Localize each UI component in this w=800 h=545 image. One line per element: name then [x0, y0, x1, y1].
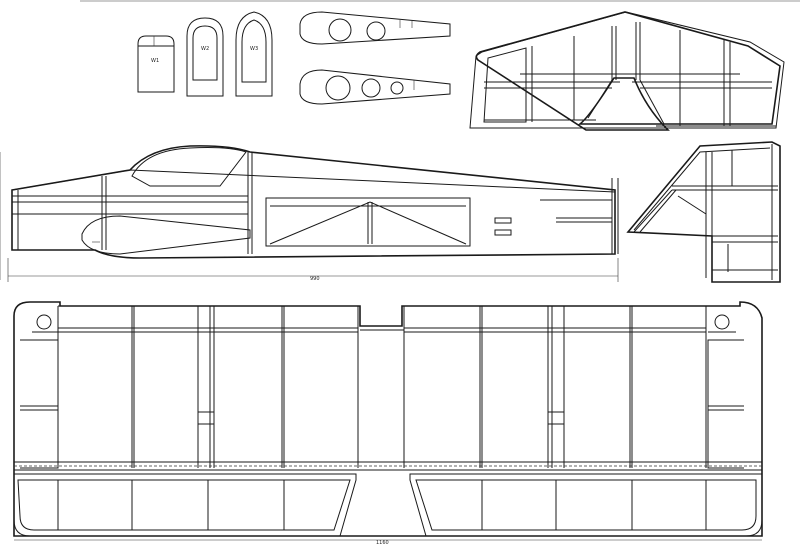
former-w1: W1	[137, 35, 175, 93]
vertical-fin	[626, 141, 781, 283]
rib-upper	[299, 11, 451, 45]
fuselage-side: 990	[0, 145, 619, 282]
former-w1-label: W1	[151, 58, 159, 64]
wing-right-dowel-hole	[714, 314, 730, 330]
former-w2: W2	[186, 17, 224, 97]
rib-lower	[299, 69, 451, 105]
wing-plan: 1160	[13, 301, 763, 545]
former-w2-label: W2	[201, 46, 209, 52]
wing-span-label: 1160	[376, 540, 389, 545]
wing-left-dowel-hole	[36, 314, 52, 330]
fuselage-length-label: 990	[310, 276, 320, 282]
horizontal-stabilizer	[469, 11, 785, 131]
former-w3-label: W3	[250, 46, 258, 52]
former-w3: W3	[235, 11, 273, 97]
